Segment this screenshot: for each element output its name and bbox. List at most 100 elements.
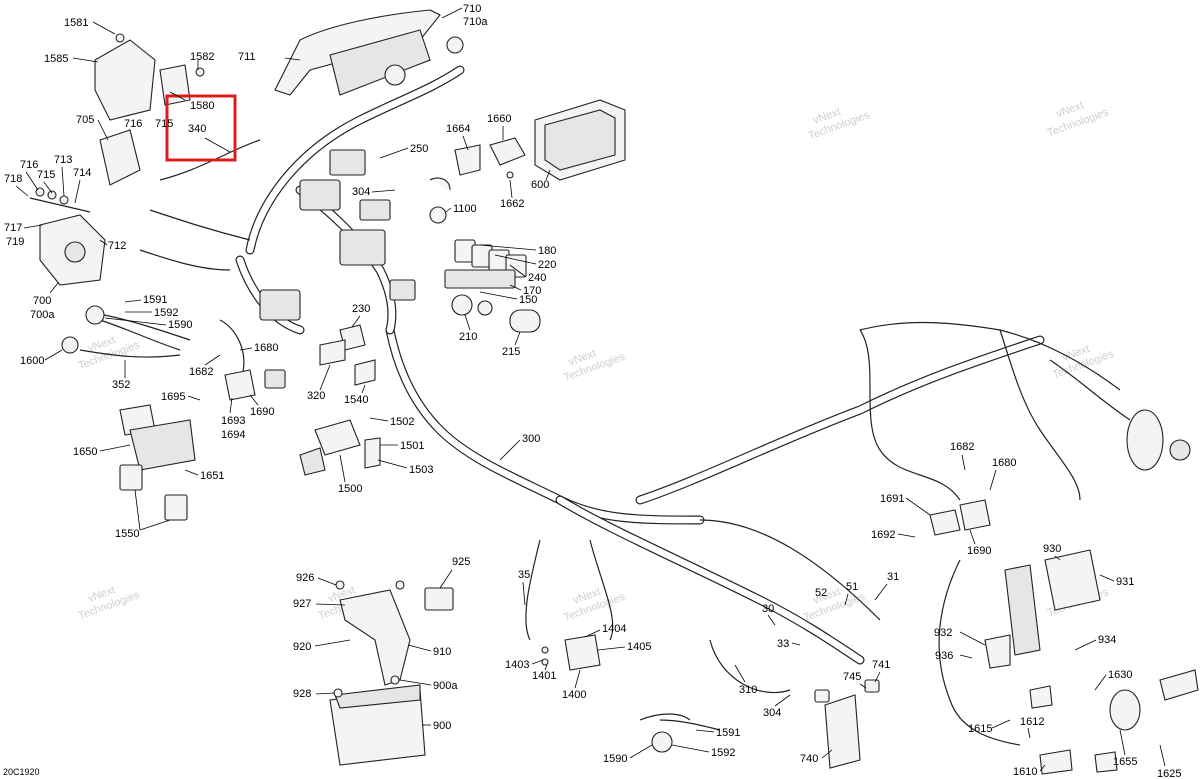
label-1503: 1503 (409, 464, 433, 476)
front-harness-cluster (139, 65, 465, 335)
label-30: 30 (762, 603, 774, 615)
label-1610: 1610 (1013, 766, 1037, 778)
highlight-box-340 (165, 94, 237, 162)
sensors-upper (429, 137, 526, 224)
label-1581: 1581 (64, 17, 88, 29)
label-715: 715 (37, 169, 55, 181)
label-320: 320 (307, 390, 325, 402)
label-1615: 1615 (968, 723, 992, 735)
watermark: vNext Technologies (1051, 343, 1116, 381)
sensor-1590-left (61, 305, 191, 354)
label-928: 928 (293, 688, 311, 700)
sensor-1590-right (639, 713, 691, 753)
bracket-1690-left (224, 369, 286, 401)
label-710a: 710a (463, 16, 488, 28)
label-1694: 1694 (221, 429, 245, 441)
label-740: 740 (800, 753, 818, 765)
label-1591-left: 1591 (143, 294, 167, 306)
label-715-upper: 715 (155, 118, 173, 130)
label-1585: 1585 (44, 53, 68, 65)
label-910: 910 (433, 646, 451, 658)
label-1660: 1660 (487, 113, 511, 125)
watermark: vNext Technologies (77, 334, 142, 372)
label-1501: 1501 (400, 440, 424, 452)
label-1600: 1600 (20, 355, 44, 367)
label-1582: 1582 (190, 51, 214, 63)
label-304-lower: 304 (763, 707, 781, 719)
label-1662: 1662 (500, 198, 524, 210)
label-1692: 1692 (871, 529, 895, 541)
label-1500: 1500 (338, 483, 362, 495)
main-harness (79, 319, 1131, 746)
label-180: 180 (538, 245, 556, 257)
label-1590-left: 1590 (168, 319, 192, 331)
label-1682-right: 1682 (950, 441, 974, 453)
label-1550: 1550 (115, 528, 139, 540)
label-150: 150 (519, 294, 537, 306)
label-1592-right: 1592 (711, 747, 735, 759)
cover-1585 (94, 33, 205, 121)
battery-assembly (329, 580, 454, 766)
label-1401: 1401 (532, 670, 556, 682)
label-170: 170 (523, 285, 541, 297)
label-716-upper: 716 (124, 118, 142, 130)
label-930: 930 (1043, 543, 1061, 555)
label-310: 310 (739, 684, 757, 696)
label-934: 934 (1098, 634, 1116, 646)
label-340: 340 (188, 123, 206, 135)
fuse-components (451, 294, 541, 333)
label-705: 705 (76, 114, 94, 126)
label-1580: 1580 (190, 100, 214, 112)
label-31: 31 (887, 571, 899, 583)
module-1650 (119, 404, 196, 521)
label-1591-right: 1591 (716, 727, 740, 739)
label-51: 51 (846, 581, 858, 593)
label-1400: 1400 (562, 689, 586, 701)
label-716: 716 (20, 159, 38, 171)
label-710: 710 (463, 3, 481, 15)
label-925: 925 (452, 556, 470, 568)
label-1682-left: 1682 (189, 366, 213, 378)
label-1625: 1625 (1157, 768, 1181, 779)
label-1590-right: 1590 (603, 753, 627, 765)
label-1651: 1651 (200, 470, 224, 482)
label-700: 700 (33, 295, 51, 307)
watermark: vNext Technologies (77, 584, 142, 622)
label-1680-left: 1680 (254, 342, 278, 354)
label-1405: 1405 (627, 641, 651, 653)
watermark: vNext Technologies (562, 347, 627, 384)
label-711: 711 (238, 51, 256, 63)
label-713: 713 (54, 154, 72, 166)
label-230: 230 (352, 303, 370, 315)
component-1400 (541, 634, 601, 671)
label-35: 35 (518, 569, 530, 581)
label-712: 712 (108, 240, 126, 252)
label-1695: 1695 (161, 391, 185, 403)
label-1502: 1502 (390, 416, 414, 428)
watermarks: vNext Technologies vNext Technologies vN… (77, 99, 1116, 624)
label-920: 920 (293, 641, 311, 653)
headlight-assembly (29, 129, 141, 286)
drawing-code: 20C1920 (3, 767, 40, 777)
label-719: 719 (6, 236, 24, 248)
label-1680-right: 1680 (992, 457, 1016, 469)
module-600 (534, 99, 626, 181)
label-300: 300 (522, 433, 540, 445)
label-600: 600 (531, 179, 549, 191)
label-1612: 1612 (1020, 716, 1044, 728)
label-33: 33 (777, 638, 789, 650)
label-1592-left: 1592 (154, 307, 178, 319)
label-1630: 1630 (1108, 669, 1132, 681)
label-936: 936 (935, 650, 953, 662)
watermark: vNext Technologies (562, 586, 627, 624)
label-215: 215 (502, 346, 520, 358)
rear-components (1029, 669, 1199, 775)
label-1693: 1693 (221, 415, 245, 427)
callout-labels: 1581 1585 1582 1580 711 710 710a 705 716… (4, 3, 1181, 779)
label-1650: 1650 (73, 446, 97, 458)
label-1655: 1655 (1113, 756, 1137, 768)
label-926: 926 (296, 572, 314, 584)
label-1690-right: 1690 (967, 545, 991, 557)
label-931: 931 (1116, 576, 1134, 588)
